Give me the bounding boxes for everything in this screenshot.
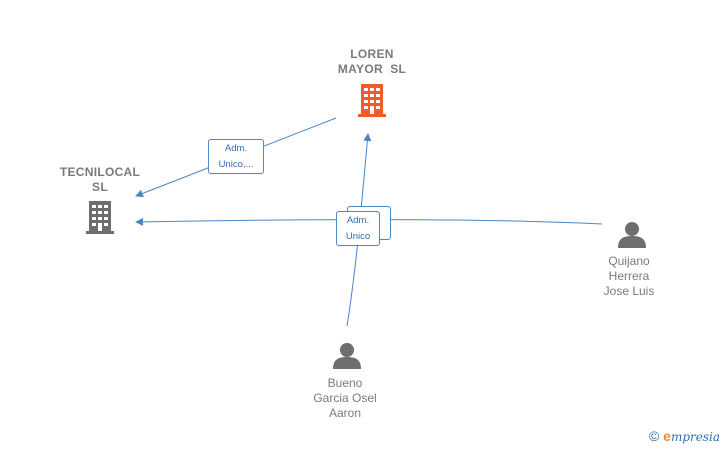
person-name-line: Aaron [328, 406, 362, 420]
person-name-line: Bueno [327, 376, 363, 390]
brand-initial: e [663, 428, 671, 444]
brand-name: mpresia [670, 430, 720, 444]
person-name-line: Jose Luis [603, 284, 655, 298]
building-icon[interactable] [86, 201, 114, 234]
company-label-loren[interactable]: LOREN MAYOR SL [322, 47, 422, 77]
relation-role-line: Unico,... [218, 159, 254, 170]
company-name-line: SL [92, 180, 108, 194]
company-name-line: MAYOR SL [337, 62, 407, 76]
copyright-symbol: © [648, 428, 660, 444]
person-icon[interactable] [333, 343, 361, 369]
company-name-line: LOREN [350, 47, 394, 61]
person-name-line: Garcia Osel [313, 391, 377, 405]
brand-watermark: © empresia [649, 428, 720, 444]
company-name-line: TECNILOCAL [59, 165, 141, 179]
person-label-bueno[interactable]: Bueno Garcia Osel Aaron [295, 376, 395, 421]
person-label-quijano[interactable]: Quijano Herrera Jose Luis [579, 254, 679, 299]
person-icon[interactable] [618, 222, 646, 248]
brand-logo: empresia [663, 428, 720, 444]
person-name-line: Herrera [608, 269, 650, 283]
relation-badge-center[interactable]: Adm. Unico [336, 211, 380, 246]
relation-role-line: Adm. [346, 215, 370, 226]
company-label-tecnilocal[interactable]: TECNILOCAL SL [50, 165, 150, 195]
relation-badge-loren-tecnilocal[interactable]: Adm. Unico,... [208, 139, 264, 174]
person-name-line: Quijano [608, 254, 650, 268]
relation-role-line: Unico [345, 231, 371, 242]
building-icon[interactable] [358, 84, 386, 117]
relation-role-line: Adm. [224, 143, 248, 154]
